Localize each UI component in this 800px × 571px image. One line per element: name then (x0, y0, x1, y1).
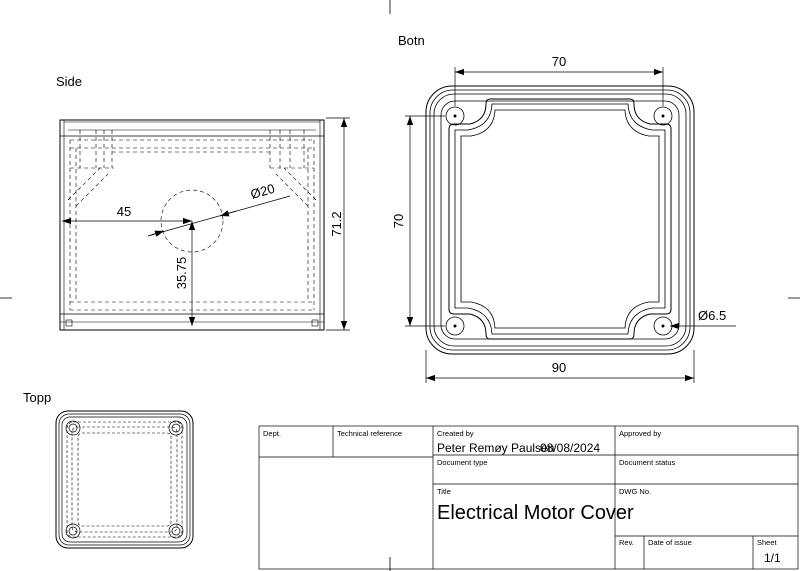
tb-doc-type-label: Document type (437, 458, 487, 467)
view-label-top: Topp (23, 390, 52, 405)
dim-bottom-hole: Ø6.5 (698, 308, 726, 323)
tb-rev-label: Rev. (619, 538, 634, 547)
tb-title-value: Electrical Motor Cover (437, 502, 634, 524)
bottom-pocket-outer (448, 98, 672, 340)
side-view-dimensions (62, 117, 350, 331)
tb-created-date: 08/08/2024 (540, 441, 600, 455)
tb-tech-ref-label: Technical reference (337, 429, 402, 438)
tb-doc-status-label: Document status (619, 458, 676, 467)
bottom-view-dimensions (405, 67, 736, 383)
dim-bottom-90: 90 (552, 360, 566, 375)
tb-dept-label: Dept. (263, 429, 281, 438)
tb-approved-by-label: Approved by (619, 429, 661, 438)
dim-side-71-2: 71.2 (329, 211, 344, 236)
tb-date-issue-label: Date of issue (648, 538, 692, 547)
tb-title-label: Title (437, 487, 451, 496)
tb-created-by-value: Peter Remøy Paulsen (437, 441, 554, 455)
view-label-side: Side (56, 74, 83, 89)
side-view (59, 119, 325, 331)
dim-bottom-70-left: 70 (391, 214, 406, 228)
dim-side-45: 45 (117, 204, 131, 219)
view-label-bottom: Botn (398, 33, 425, 48)
dim-side-35-75: 35.75 (174, 257, 189, 290)
top-view (55, 410, 194, 549)
tb-dwg-no-label: DWG No. (619, 487, 651, 496)
tb-sheet-label: Sheet (757, 538, 778, 547)
bottom-view (425, 85, 695, 355)
dim-bottom-70-top: 70 (552, 54, 566, 69)
tb-created-by-label: Created by (437, 429, 474, 438)
tb-sheet-value: 1/1 (764, 551, 781, 565)
title-block (258, 425, 799, 570)
dim-side-hole: Ø20 (249, 181, 277, 202)
